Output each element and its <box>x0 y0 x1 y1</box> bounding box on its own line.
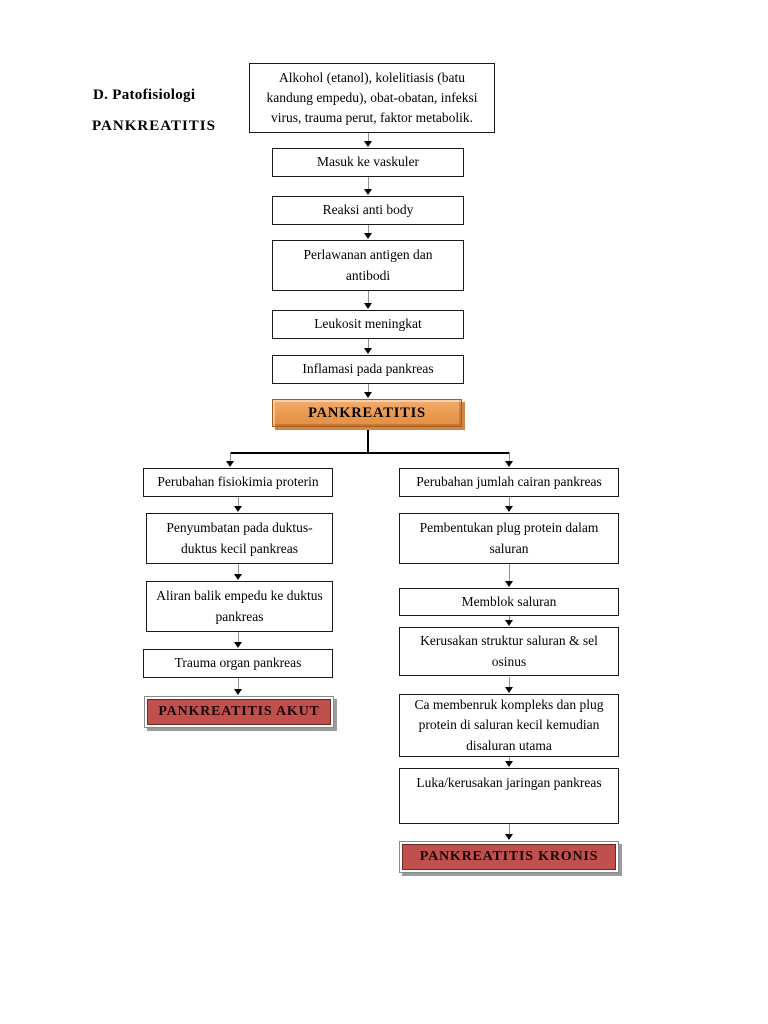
section-heading: D. Patofisiologi <box>93 87 196 103</box>
arrow-down-icon <box>233 678 243 695</box>
connector-line <box>367 430 369 452</box>
arrow-down-icon <box>504 452 514 467</box>
flow-node-inflamasi-pankreas: Inflamasi pada pankreas <box>272 355 464 384</box>
flow-node-perubahan-fisiokimia: Perubahan fisiokimia proterin <box>143 468 333 497</box>
pankreatitis-akut-label: PANKREATITIS AKUT <box>147 699 331 725</box>
flow-node-pankreatitis: PANKREATITIS <box>272 399 462 427</box>
arrow-down-icon <box>504 497 514 512</box>
arrow-down-icon <box>504 757 514 767</box>
arrow-down-icon <box>233 564 243 580</box>
flow-node-pankreatitis-kronis: PANKREATITIS KRONIS <box>399 841 619 873</box>
arrow-down-icon <box>504 824 514 840</box>
flow-node-reaksi-anti-body: Reaksi anti body <box>272 196 464 225</box>
page-title: PANKREATITIS <box>92 118 216 134</box>
flow-node-perlawanan-antigen: Perlawanan antigen dan antibodi <box>272 240 464 291</box>
flow-node-ca-kompleks: Ca membenruk kompleks dan plug protein d… <box>399 694 619 757</box>
flow-node-pankreatitis-akut: PANKREATITIS AKUT <box>144 696 334 728</box>
flow-node-kerusakan-struktur: Kerusakan struktur saluran & sel osinus <box>399 627 619 676</box>
arrow-down-icon <box>363 133 373 147</box>
flow-node-leukosit-meningkat: Leukosit meningkat <box>272 310 464 339</box>
arrow-down-icon <box>363 291 373 309</box>
flow-node-memblok-saluran: Memblok saluran <box>399 588 619 616</box>
connector-line <box>230 452 510 454</box>
flow-node-pembentukan-plug-protein: Pembentukan plug protein dalam saluran <box>399 513 619 564</box>
arrow-down-icon <box>233 497 243 512</box>
arrow-down-icon <box>504 616 514 626</box>
arrow-down-icon <box>504 564 514 587</box>
flow-node-penyumbatan-duktus: Penyumbatan pada duktus-duktus kecil pan… <box>146 513 333 564</box>
arrow-down-icon <box>363 384 373 398</box>
flow-node-perubahan-jumlah-cairan: Perubahan jumlah cairan pankreas <box>399 468 619 497</box>
arrow-down-icon <box>225 452 235 467</box>
flow-node-aliran-balik-empedu: Aliran balik empedu ke duktus pankreas <box>146 581 333 632</box>
arrow-down-icon <box>363 177 373 195</box>
flow-node-luka-kerusakan-jaringan: Luka/kerusakan jaringan pankreas <box>399 768 619 824</box>
flow-node-causes: Alkohol (etanol), kolelitiasis (batu kan… <box>249 63 495 133</box>
arrow-down-icon <box>363 225 373 239</box>
flow-node-masuk-ke-vaskuler: Masuk ke vaskuler <box>272 148 464 177</box>
pankreatitis-kronis-label: PANKREATITIS KRONIS <box>402 844 616 870</box>
arrow-down-icon <box>233 632 243 648</box>
flow-node-trauma-organ: Trauma organ pankreas <box>143 649 333 678</box>
arrow-down-icon <box>363 339 373 354</box>
arrow-down-icon <box>504 677 514 693</box>
